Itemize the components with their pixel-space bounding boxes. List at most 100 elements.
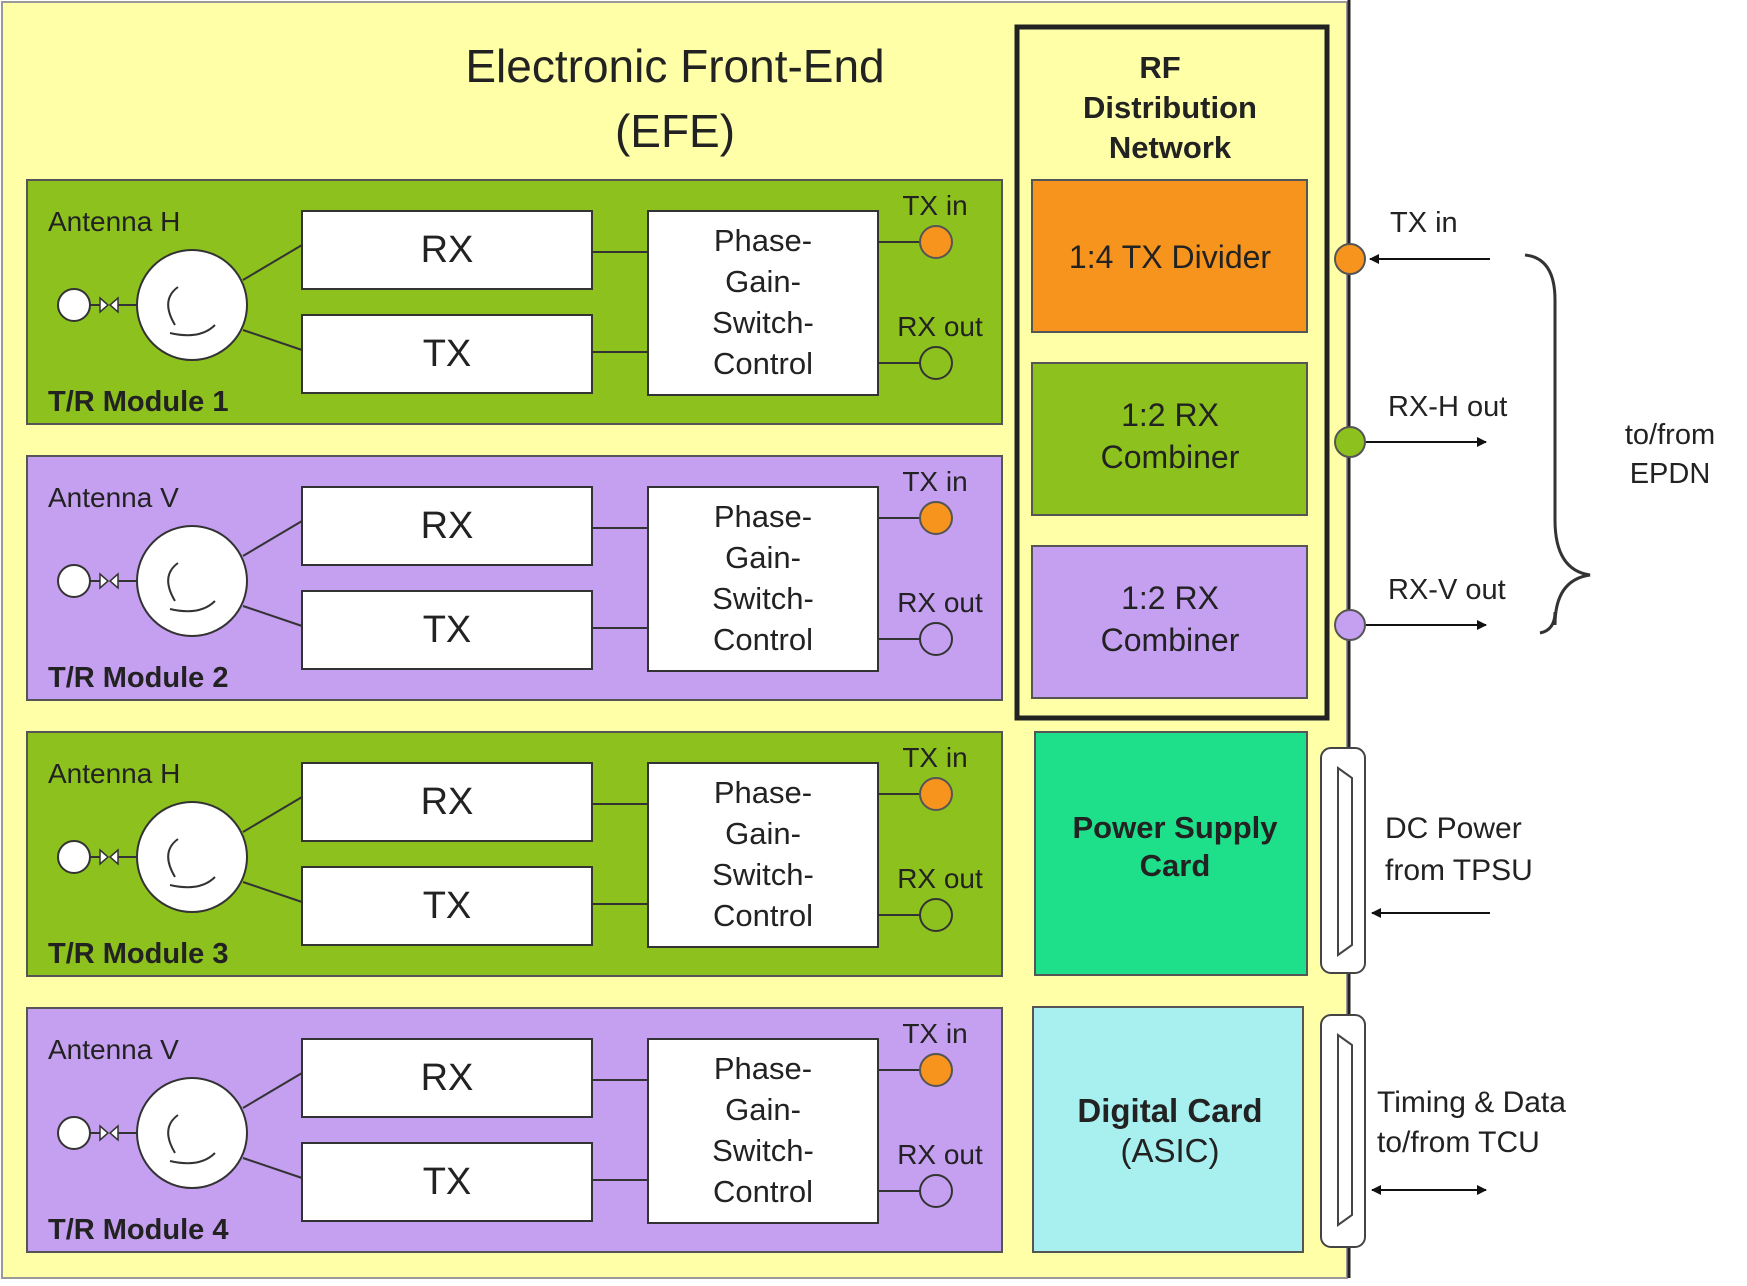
rx-combiner-h-line1: 1:2 RX <box>1121 397 1219 433</box>
control-label-line: Switch- <box>712 305 814 340</box>
circulator-arrow-icon <box>167 286 216 337</box>
rx-label: RX <box>421 781 474 823</box>
tx-label: TX <box>423 885 472 927</box>
control-label-line: Gain- <box>725 1092 801 1127</box>
module-name-label: T/R Module 3 <box>48 938 228 970</box>
tx-divider-box <box>1031 179 1308 333</box>
control-label-line: Switch- <box>712 581 814 616</box>
tx-label: TX <box>423 609 472 651</box>
label-ext-tx-in: TX in <box>1390 207 1458 239</box>
circulator-icon <box>136 801 248 913</box>
control-label-line: Switch- <box>712 857 814 892</box>
rx-combiner-v-line1: 1:2 RX <box>1121 580 1219 616</box>
circulator-to-tx-line <box>242 605 303 627</box>
circulator-arrow-icon <box>167 838 216 889</box>
power-supply-label-line2: Card <box>1140 848 1211 883</box>
label-dc-power-line1: DC Power <box>1385 812 1522 845</box>
rx-out-port <box>919 898 953 932</box>
rx-combiner-h-box <box>1031 362 1308 516</box>
tx-in-port <box>919 1053 953 1087</box>
rx-out-label: RX out <box>897 863 983 894</box>
label-dc-power-line2: from TPSU <box>1385 854 1533 887</box>
rx-out-label: RX out <box>897 1139 983 1170</box>
rx-amplifier-box <box>301 210 593 290</box>
tx-in-port <box>919 501 953 535</box>
rx-out-label: RX out <box>897 587 983 618</box>
control-label-line: Phase- <box>714 775 812 810</box>
tx-in-port <box>919 225 953 259</box>
tx-label: TX <box>423 1161 472 1203</box>
rx-amplifier-box <box>301 762 593 842</box>
circulator-icon <box>136 1077 248 1189</box>
circulator-to-rx-line <box>242 1072 303 1109</box>
circulator-to-rx-line <box>242 796 303 833</box>
tr-module-3: Antenna HT/R Module 3RXTXPhase-Gain-Swit… <box>26 731 1003 977</box>
control-label-line: Control <box>713 622 813 657</box>
efe-title-line1: Electronic Front-End <box>465 40 884 92</box>
power-supply-label-line1: Power Supply <box>1073 810 1279 845</box>
tx-amplifier-box <box>301 1142 593 1222</box>
control-label-line: Phase- <box>714 1051 812 1086</box>
port-tx-in <box>1334 243 1366 275</box>
timing-connector <box>1320 1014 1366 1248</box>
circulator-arrow-icon <box>167 1114 216 1165</box>
dc-power-connector-notch <box>1337 766 1353 957</box>
rx-label: RX <box>421 505 474 547</box>
circulator-to-rx-line <box>242 244 303 281</box>
label-ext-rx-h-out: RX-H out <box>1388 391 1507 423</box>
port-rx-v-out <box>1334 609 1366 641</box>
tx-in-label: TX in <box>902 1018 967 1049</box>
rf-network-title-line1: RF <box>1139 50 1180 85</box>
control-box <box>647 210 879 396</box>
tx-amplifier-box <box>301 314 593 394</box>
tx-divider-label: 1:4 TX Divider <box>1069 239 1272 275</box>
rx-amplifier-box <box>301 486 593 566</box>
circulator-icon <box>136 525 248 637</box>
rx-out-port <box>919 622 953 656</box>
dc-power-connector <box>1320 747 1366 974</box>
tr-module-1: Antenna HT/R Module 1RXTXPhase-Gain-Swit… <box>26 179 1003 425</box>
rx-label: RX <box>421 229 474 271</box>
control-label-line: Control <box>713 346 813 381</box>
power-supply-card <box>1034 731 1308 976</box>
tr-module-2: Antenna VT/R Module 2RXTXPhase-Gain-Swit… <box>26 455 1003 701</box>
efe-title-line2: (EFE) <box>615 105 735 157</box>
tx-amplifier-box <box>301 866 593 946</box>
rf-distribution-network: RF Distribution Network 1:4 TX Divider 1… <box>1014 24 1330 721</box>
circulator-to-tx-line <box>242 329 303 351</box>
rx-combiner-v-line2: Combiner <box>1101 622 1240 658</box>
circulator-to-tx-line <box>242 1157 303 1179</box>
antenna-label: Antenna V <box>48 1034 179 1065</box>
circulator-arrow-icon <box>167 562 216 613</box>
control-box <box>647 486 879 672</box>
label-timing-line1: Timing & Data <box>1377 1086 1566 1119</box>
port-rx-h-out <box>1334 426 1366 458</box>
control-box <box>647 762 879 948</box>
antenna-port-icon <box>57 564 91 598</box>
label-epdn-line1: to/from <box>1625 419 1715 451</box>
tx-amplifier-box <box>301 590 593 670</box>
label-ext-rx-v-out: RX-V out <box>1388 574 1506 606</box>
control-label-line: Control <box>713 898 813 933</box>
rx-out-port <box>919 346 953 380</box>
tx-in-label: TX in <box>902 742 967 773</box>
timing-connector-notch <box>1337 1033 1353 1227</box>
digital-card-label-line2: (ASIC) <box>1121 1132 1220 1169</box>
module-name-label: T/R Module 4 <box>48 1214 228 1246</box>
rx-out-port <box>919 1174 953 1208</box>
circulator-icon <box>136 249 248 361</box>
control-label-line: Gain- <box>725 540 801 575</box>
antenna-label: Antenna H <box>48 758 180 789</box>
control-label-line: Control <box>713 1174 813 1209</box>
rf-network-title-line3: Network <box>1109 130 1232 165</box>
circulator-to-tx-line <box>242 881 303 903</box>
control-label-line: Phase- <box>714 499 812 534</box>
rx-out-label: RX out <box>897 311 983 342</box>
antenna-label: Antenna H <box>48 206 180 237</box>
rf-network-title-line2: Distribution <box>1083 90 1257 125</box>
rx-combiner-v-box <box>1031 545 1308 699</box>
digital-card <box>1032 1006 1304 1253</box>
tr-modules: Antenna HT/R Module 1RXTXPhase-Gain-Swit… <box>26 179 1003 1253</box>
module-name-label: T/R Module 2 <box>48 662 228 694</box>
